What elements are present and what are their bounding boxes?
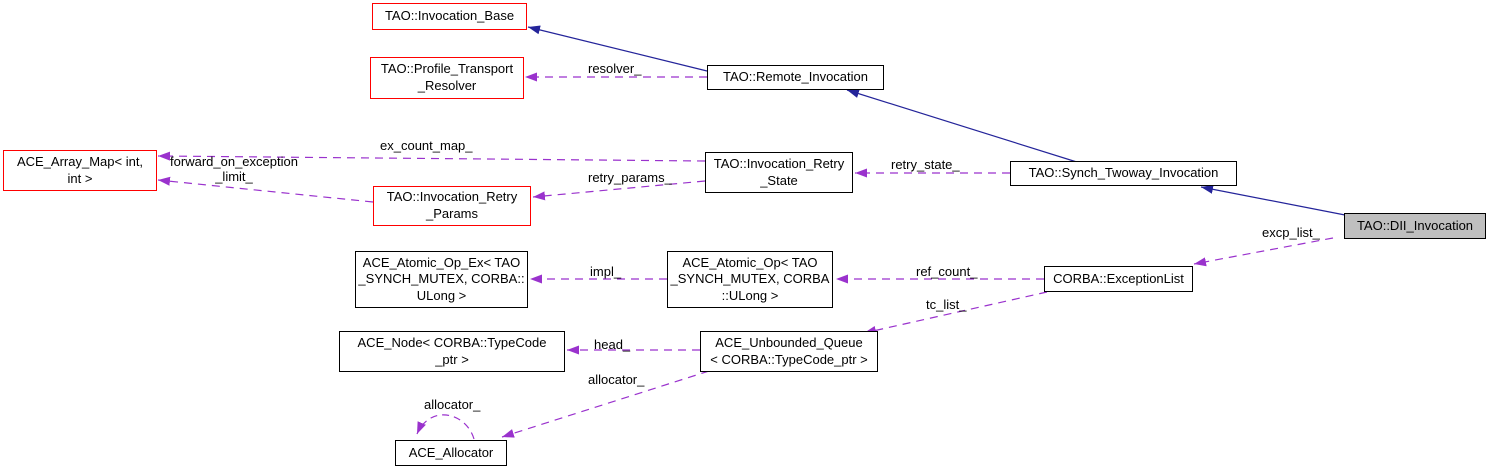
- edge-excp-list: [1193, 237, 1334, 267]
- edge-label-retry-params: retry_params_: [588, 170, 672, 185]
- node-label: _ptr >: [435, 351, 469, 367]
- node-label: _Resolver: [417, 78, 477, 93]
- node-label: ACE_Allocator: [408, 444, 494, 460]
- node-label: TAO::Invocation_Retry: [386, 189, 518, 205]
- node-tao-remote-invocation[interactable]: TAO::Remote_Invocation: [707, 65, 884, 90]
- node-ace-atomic-op-ex[interactable]: ACE_Atomic_Op_Ex< TAO _SYNCH_MUTEX, CORB…: [355, 251, 528, 308]
- node-label: ACE_Unbounded_Queue: [715, 334, 863, 350]
- node-label: < CORBA::TypeCode_ptr >: [710, 351, 868, 367]
- node-label: TAO::DII_Invocation: [1356, 217, 1474, 233]
- node-tao-profile-transport-resolver: TAO::Profile_Transport _Resolver: [370, 57, 524, 99]
- node-label: CORBA::ExceptionList: [1053, 270, 1184, 286]
- edge-inherit-synch-to-remote: [846, 89, 1081, 164]
- edge-ex-count-map: [157, 151, 706, 162]
- node-ace-node[interactable]: ACE_Node< CORBA::TypeCode _ptr >: [339, 331, 565, 372]
- node-label: ULong >: [416, 287, 467, 303]
- node-label: _SYNCH_MUTEX, CORBA::: [358, 271, 525, 287]
- node-ace-array-map: ACE_Array_Map< int, int >: [3, 150, 157, 191]
- node-label: ACE_Atomic_Op< TAO: [682, 254, 818, 270]
- edge-label-ex-count-map: ex_count_map_: [380, 138, 473, 153]
- node-corba-exception-list[interactable]: CORBA::ExceptionList: [1044, 266, 1193, 292]
- node-label: _Params: [425, 206, 479, 221]
- edge-label-excp-list: excp_list_: [1262, 225, 1320, 240]
- edge-allocator-self-loop: [416, 414, 475, 440]
- node-label: TAO::Remote_Invocation: [723, 69, 868, 85]
- edge-inherit-dii-to-synch: [1200, 184, 1346, 216]
- node-tao-invocation-retry-state[interactable]: TAO::Invocation_Retry _State: [705, 152, 853, 193]
- node-label: TAO::Synch_Twoway_Invocation: [1028, 165, 1219, 181]
- edge-label-allocator-self: allocator_: [424, 397, 481, 412]
- edge-label-head: head_: [594, 337, 631, 352]
- node-label: ACE_Atomic_Op_Ex< TAO: [362, 254, 521, 270]
- node-tao-synch-twoway-invocation[interactable]: TAO::Synch_Twoway_Invocation: [1010, 161, 1237, 186]
- node-label: TAO::Profile_Transport: [380, 61, 514, 77]
- edge-tc-list: [863, 291, 1048, 335]
- edge-label-forward-on-exception-limit: forward_on_exception _limit_: [170, 154, 298, 184]
- edge-label-allocator-queue: allocator_: [588, 372, 645, 387]
- node-ace-unbounded-queue[interactable]: ACE_Unbounded_Queue < CORBA::TypeCode_pt…: [700, 331, 878, 372]
- node-label: int >: [67, 170, 93, 186]
- node-label: ::ULong >: [721, 287, 779, 303]
- node-label: ACE_Node< CORBA::TypeCode: [357, 334, 547, 350]
- edge-label-retry-state: retry_state_: [891, 157, 960, 172]
- edge-retry-params: [532, 180, 706, 201]
- edge-label-resolver: resolver_: [588, 61, 642, 76]
- node-ace-atomic-op[interactable]: ACE_Atomic_Op< TAO _SYNCH_MUTEX, CORBA :…: [667, 251, 833, 308]
- node-label: _State: [760, 172, 798, 188]
- node-tao-invocation-base: TAO::Invocation_Base: [372, 3, 527, 30]
- node-label: TAO::Invocation_Retry: [713, 155, 845, 171]
- node-tao-invocation-retry-params: TAO::Invocation_Retry _Params: [373, 186, 531, 226]
- edge-label-tc-list: tc_list_: [926, 297, 967, 312]
- node-label: TAO::Invocation_Base: [384, 8, 515, 24]
- node-label: ACE_Array_Map< int,: [16, 153, 144, 169]
- edge-label-impl: impl_: [590, 264, 622, 279]
- node-ace-allocator[interactable]: ACE_Allocator: [395, 440, 507, 466]
- node-tao-dii-invocation: TAO::DII_Invocation: [1344, 213, 1486, 239]
- edge-label-ref-count: ref_count_: [916, 264, 978, 279]
- edge-inherit-remote-to-base: [527, 25, 708, 72]
- node-label: _SYNCH_MUTEX, CORBA: [670, 271, 830, 287]
